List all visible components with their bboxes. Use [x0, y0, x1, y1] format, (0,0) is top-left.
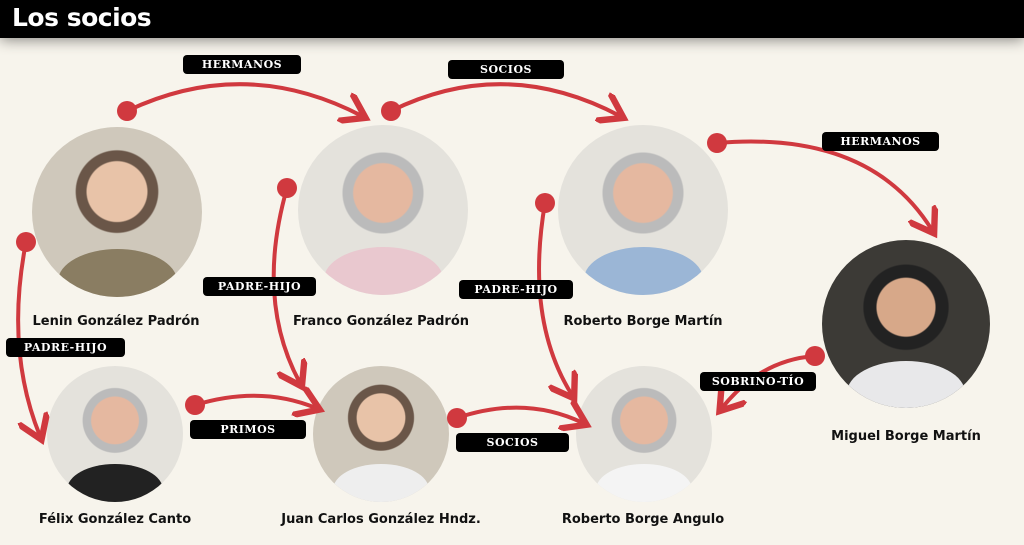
person-name: Juan Carlos González Hndz.: [281, 512, 481, 527]
photo-miguel: [822, 240, 990, 408]
arrow: [456, 408, 583, 423]
person-name: Félix González Canto: [38, 512, 192, 527]
arrow: [390, 82, 620, 116]
arrow: [716, 139, 932, 230]
relation-label: SOCIOS: [456, 433, 569, 452]
photo-lenin: [32, 127, 202, 297]
arrow-start-dot: [277, 178, 297, 198]
arrow-start-dot: [185, 395, 205, 415]
arrow-start-dot: [381, 101, 401, 121]
arrow-start-dot: [707, 133, 727, 153]
relation-label: SOCIOS: [448, 60, 564, 79]
person-name: Miguel Borge Martín: [831, 429, 981, 444]
relation-label: PADRE-HIJO: [203, 277, 316, 296]
photo-roberto-borge-angulo: [576, 366, 712, 502]
arrow-start-dot: [535, 193, 555, 213]
relation-label: SOBRINO-TÍO: [700, 372, 816, 391]
arrow-start-dot: [16, 232, 36, 252]
arrow: [126, 82, 362, 116]
photo-juan-carlos: [313, 366, 449, 502]
arrow: [537, 202, 572, 395]
arrow-start-dot: [117, 101, 137, 121]
person-name: Roberto Borge Martín: [563, 314, 723, 329]
relation-label: PADRE-HIJO: [459, 280, 573, 299]
arrow-start-dot: [447, 408, 467, 428]
arrow-start-dot: [805, 346, 825, 366]
person-name: Roberto Borge Angulo: [561, 512, 725, 527]
page-title: Los socios: [12, 3, 152, 32]
relation-label: PADRE-HIJO: [6, 338, 125, 357]
photo-franco: [298, 125, 468, 295]
title-bar: Los socios: [0, 0, 1024, 38]
person-name: Lenin González Padrón: [32, 314, 200, 329]
person-name: Franco González Padrón: [292, 314, 470, 329]
relation-label: HERMANOS: [183, 55, 301, 74]
photo-roberto-borge-martin: [558, 125, 728, 295]
photo-felix: [47, 366, 183, 502]
relation-label: HERMANOS: [822, 132, 939, 151]
relation-label: PRIMOS: [190, 420, 306, 439]
arrow: [722, 354, 816, 408]
arrow: [194, 396, 316, 408]
